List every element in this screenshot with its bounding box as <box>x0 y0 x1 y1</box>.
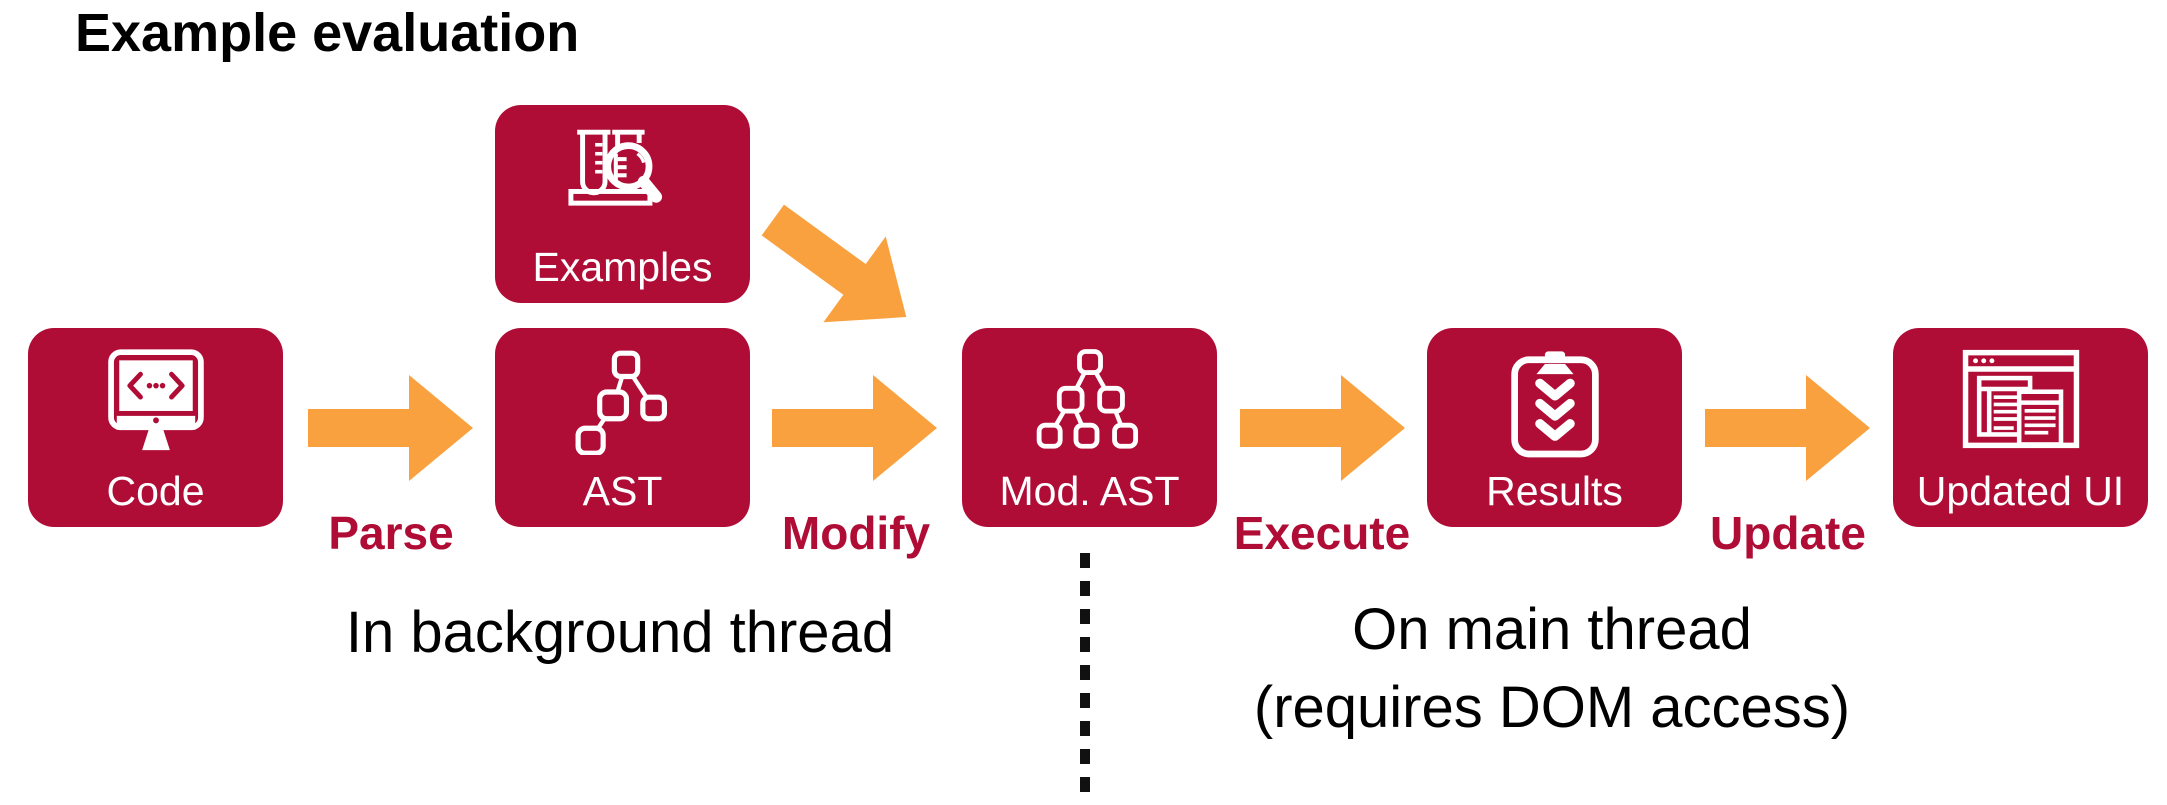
thread-divider-dashed-line <box>1080 553 1090 805</box>
update-arrow-icon <box>1705 372 1873 484</box>
node-label-examples: Examples <box>532 243 713 290</box>
page-title: Example evaluation <box>75 3 580 63</box>
node-updated-ui: Updated UI <box>1893 328 2148 527</box>
parse-arrow-icon <box>308 372 476 484</box>
edge-label-modify: Modify <box>781 507 931 559</box>
node-label-ast: AST <box>582 467 663 514</box>
edge-label-execute: Execute <box>1233 507 1411 559</box>
edge-label-parse: Parse <box>328 507 454 559</box>
browser-windows-icon <box>1962 349 2079 449</box>
flasks-magnifier-icon <box>567 129 662 206</box>
main-thread-label: On main thread (requires DOM access) <box>1254 591 1850 748</box>
main-thread-label-line2: (requires DOM access) <box>1253 675 1851 741</box>
syntax-tree-large-icon <box>1036 349 1138 449</box>
node-label-results: Results <box>1486 467 1623 514</box>
edge-label-update: Update <box>1710 507 1866 559</box>
node-label-mod-ast: Mod. AST <box>999 467 1180 514</box>
node-results: Results <box>1427 328 1682 527</box>
modify-arrow-icon <box>772 372 940 484</box>
code-monitor-icon <box>107 349 204 451</box>
node-examples: Examples <box>495 105 750 303</box>
node-label-updated-ui: Updated UI <box>1916 467 2125 514</box>
node-label-code: Code <box>106 467 205 514</box>
syntax-tree-icon <box>575 350 667 455</box>
main-thread-label-line1: On main thread <box>1352 597 1752 662</box>
execute-arrow-icon <box>1240 372 1408 484</box>
background-thread-label: In background thread <box>345 600 895 665</box>
node-mod-ast: Mod. AST <box>962 328 1217 527</box>
clipboard-checklist-icon <box>1510 351 1599 458</box>
node-code: Code <box>28 328 283 527</box>
examples-to-mod-ast-arrow-icon <box>737 173 944 366</box>
node-ast: AST <box>495 328 750 527</box>
